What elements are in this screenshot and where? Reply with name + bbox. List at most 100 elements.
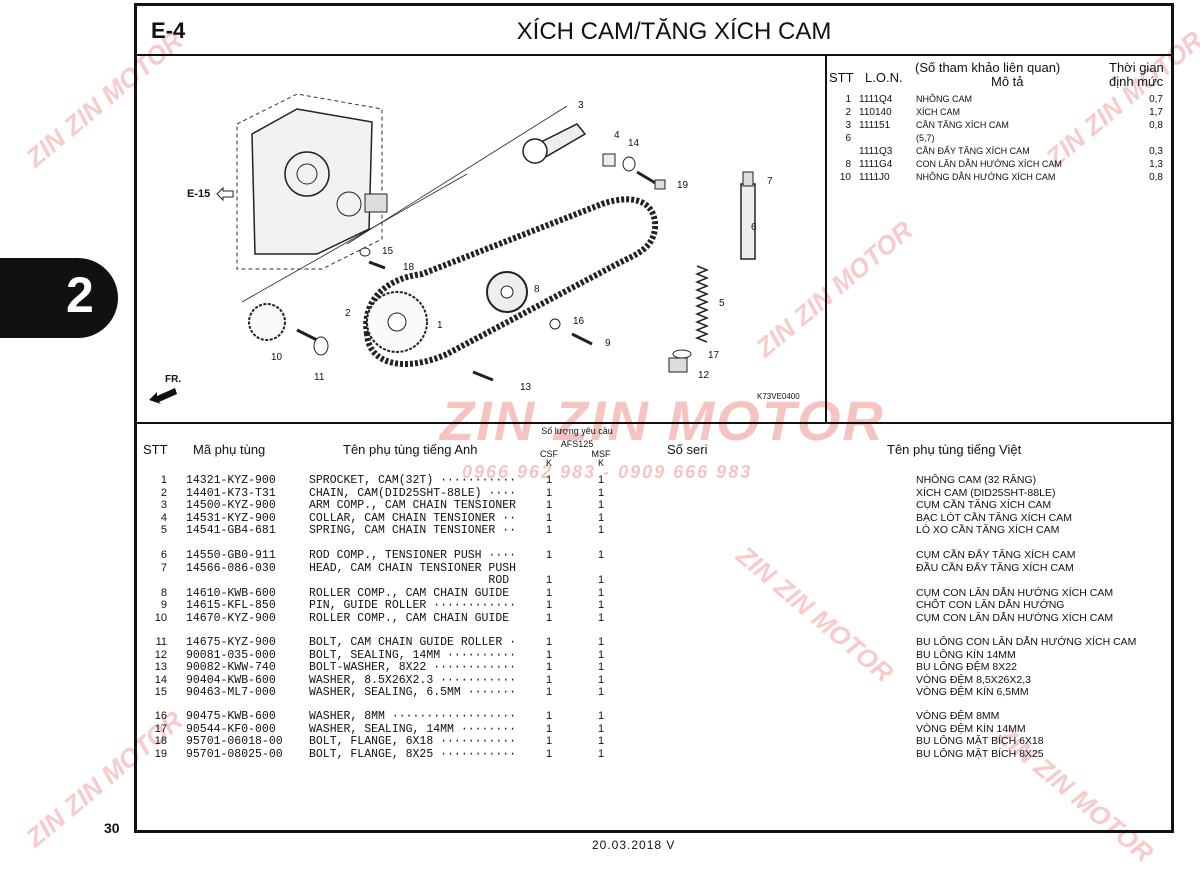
row-name-vn: VÒNG ĐỆM KÍN 14MM xyxy=(916,722,1026,735)
row-name-en: SPROCKET, CAM(32T) ··········· xyxy=(309,474,517,487)
row-qty-csf: 1 xyxy=(545,611,553,624)
row-stt: 11 xyxy=(155,636,167,648)
row-stt: 18 xyxy=(154,735,167,747)
row-name-vn: XÍCH CAM (DID25SHT-88LE) xyxy=(916,486,1056,499)
ref-row: 8 1111G4 CON LĂN DẪN HƯỚNG XÍCH CAM 1,3 xyxy=(827,159,1171,171)
table-row: 7 14566-086-030 HEAD, CAM CHAIN TENSIONE… xyxy=(137,561,1171,575)
table-header-qty: Số lượng yêu cầu xyxy=(541,426,613,436)
table-row: 12 90081-035-000 BOLT, SEALING, 14MM ···… xyxy=(137,648,1171,662)
ref-desc: XÍCH CAM xyxy=(916,107,961,117)
ref-stt: 2 xyxy=(845,107,851,118)
ref-desc: CẦN TĂNG XÍCH CAM xyxy=(916,120,1009,130)
row-name-vn: CỤM CON LĂN DẪN HƯỚNG XÍCH CAM xyxy=(916,611,1114,624)
callout-11: 11 xyxy=(314,372,325,383)
row-name-vn: VÒNG ĐỆM 8MM xyxy=(916,710,1000,722)
ref-header-stt: STT xyxy=(829,70,854,85)
row-qty-csf: 1 xyxy=(545,524,553,536)
row-part-number: 90082-KWW-740 xyxy=(186,661,276,674)
row-qty-msf: 1 xyxy=(597,636,605,648)
row-name-en: ROLLER COMP., CAM CHAIN GUIDE xyxy=(309,611,510,625)
table-row: 2 14401-K73-T31 CHAIN, CAM(DID25SHT-88LE… xyxy=(137,486,1171,500)
callout-9: 9 xyxy=(605,338,611,349)
ref-row: 6 (5,7) xyxy=(827,133,1171,145)
row-stt: 17 xyxy=(154,722,167,735)
table-header-part: Mã phụ tùng xyxy=(193,442,266,457)
row-qty-csf: 1 xyxy=(545,686,553,698)
row-qty-msf: 1 xyxy=(597,611,605,624)
table-row: 10 14670-KYZ-900 ROLLER COMP., CAM CHAIN… xyxy=(137,611,1171,625)
row-part-number: 14566-086-030 xyxy=(186,561,276,575)
chapter-number: 2 xyxy=(66,267,94,323)
row-stt: 13 xyxy=(154,661,167,673)
table-row: 14 90404-KWB-600 WASHER, 8.5X26X2.3 ····… xyxy=(137,673,1171,687)
table-row: 18 95701-06018-00 BOLT, FLANGE, 6X18 ···… xyxy=(137,735,1171,748)
row-name-vn: CỤM CẦN TĂNG XÍCH CAM xyxy=(916,499,1052,511)
direction-label: FR. xyxy=(165,374,182,385)
page-number: 30 xyxy=(104,820,120,836)
ref-stt: 10 xyxy=(839,172,851,183)
row-qty-msf: 1 xyxy=(597,499,605,511)
ref-row: 3 111151 CẦN TĂNG XÍCH CAM 0,8 xyxy=(827,120,1171,132)
row-qty-msf: 1 xyxy=(597,511,605,524)
row-part-number: 14321-KYZ-900 xyxy=(186,474,276,487)
table-row: 13 90082-KWW-740 BOLT-WASHER, 8X22 ·····… xyxy=(137,661,1171,674)
row-stt: 4 xyxy=(160,511,167,524)
row-name-en: ROD xyxy=(309,574,510,587)
row-qty-msf: 1 xyxy=(597,524,605,536)
row-qty-msf: 1 xyxy=(597,586,605,599)
ref-time: 1,7 xyxy=(1149,107,1163,118)
callout-10: 10 xyxy=(271,352,283,363)
row-name-en: ARM COMP., CAM CHAIN TENSIONER xyxy=(309,499,517,512)
ref-row: 1 1111Q4 NHÔNG CAM 0,7 xyxy=(827,94,1171,106)
row-part-number: 90463-ML7-000 xyxy=(186,686,276,699)
row-qty-csf: 1 xyxy=(545,586,553,599)
ref-time: 0,7 xyxy=(1149,94,1163,105)
row-qty-msf: 1 xyxy=(597,486,605,499)
callout-15: 15 xyxy=(382,246,394,257)
row-part-number: 14541-GB4-681 xyxy=(186,524,276,537)
table-row: 16 90475-KWB-600 WASHER, 8MM ···········… xyxy=(137,710,1171,723)
row-name-vn: VÒNG ĐỆM KÍN 6,5MM xyxy=(916,686,1029,698)
ref-header-time-2: định mức xyxy=(1109,74,1164,89)
row-qty-csf: 1 xyxy=(545,636,553,648)
table-row: 9 14615-KFL-850 PIN, GUIDE ROLLER ······… xyxy=(137,599,1171,612)
row-name-vn: VÒNG ĐỆM 8,5X26X2,3 xyxy=(916,673,1031,686)
row-qty-csf: 1 xyxy=(545,499,553,511)
callout-6: 6 xyxy=(751,222,757,233)
table-row: 5 14541-GB4-681 SPRING, CAM CHAIN TENSIO… xyxy=(137,524,1171,537)
row-part-number: 14401-K73-T31 xyxy=(186,486,276,500)
row-stt: 7 xyxy=(160,561,167,574)
row-part-number: 14675-KYZ-900 xyxy=(186,636,276,649)
callout-1: 1 xyxy=(437,320,443,331)
row-qty-msf: 1 xyxy=(597,474,605,486)
row-part-number: 14531-KYZ-900 xyxy=(186,511,276,525)
row-stt: 8 xyxy=(160,586,167,599)
ref-header-desc: Mô tả xyxy=(991,74,1024,89)
row-name-vn: BU LÔNG MẶT BÍCH 8X25 xyxy=(916,747,1044,760)
row-qty-csf: 1 xyxy=(545,673,553,686)
row-qty-msf: 1 xyxy=(597,686,605,698)
ref-lon: 1111G4 xyxy=(859,159,893,170)
callout-19: 19 xyxy=(677,180,689,191)
row-part-number: 14610-KWB-600 xyxy=(186,586,276,600)
row-stt: 12 xyxy=(154,648,167,661)
table-row: 15 90463-ML7-000 WASHER, SEALING, 6.5MM … xyxy=(137,686,1171,699)
exploded-diagram: E-15 FR. K73VE0400 1 2 3 4 5 6 7 8 9 10 … xyxy=(137,54,827,422)
row-qty-msf: 1 xyxy=(597,747,605,760)
ref-time: 0,8 xyxy=(1149,172,1163,183)
row-name-en: CHAIN, CAM(DID25SHT-88LE) ···· xyxy=(309,486,517,500)
ref-row: 2 110140 XÍCH CAM 1,7 xyxy=(827,107,1171,119)
ref-desc: NHÔNG DẪN HƯỚNG XÍCH CAM xyxy=(916,172,1056,182)
table-header-csf: CSF xyxy=(540,449,558,459)
row-qty-csf: 1 xyxy=(545,511,553,524)
ref-stt: 3 xyxy=(845,120,851,131)
row-name-vn: LÒ XO CẦN TĂNG XÍCH CAM xyxy=(916,524,1060,536)
callout-16: 16 xyxy=(573,316,585,327)
row-qty-csf: 1 xyxy=(545,599,553,611)
row-qty-msf: 1 xyxy=(597,673,605,686)
table-row-continuation: ROD 1 1 xyxy=(137,574,1171,587)
table-header-vn: Tên phụ tùng tiếng Việt xyxy=(887,442,1022,457)
ref-row: 1111Q3 CẦN ĐẨY TĂNG XÍCH CAM 0,3 xyxy=(827,146,1171,158)
ref-desc: CON LĂN DẪN HƯỚNG XÍCH CAM xyxy=(916,159,1062,169)
table-header-serial: Số seri xyxy=(667,442,708,457)
